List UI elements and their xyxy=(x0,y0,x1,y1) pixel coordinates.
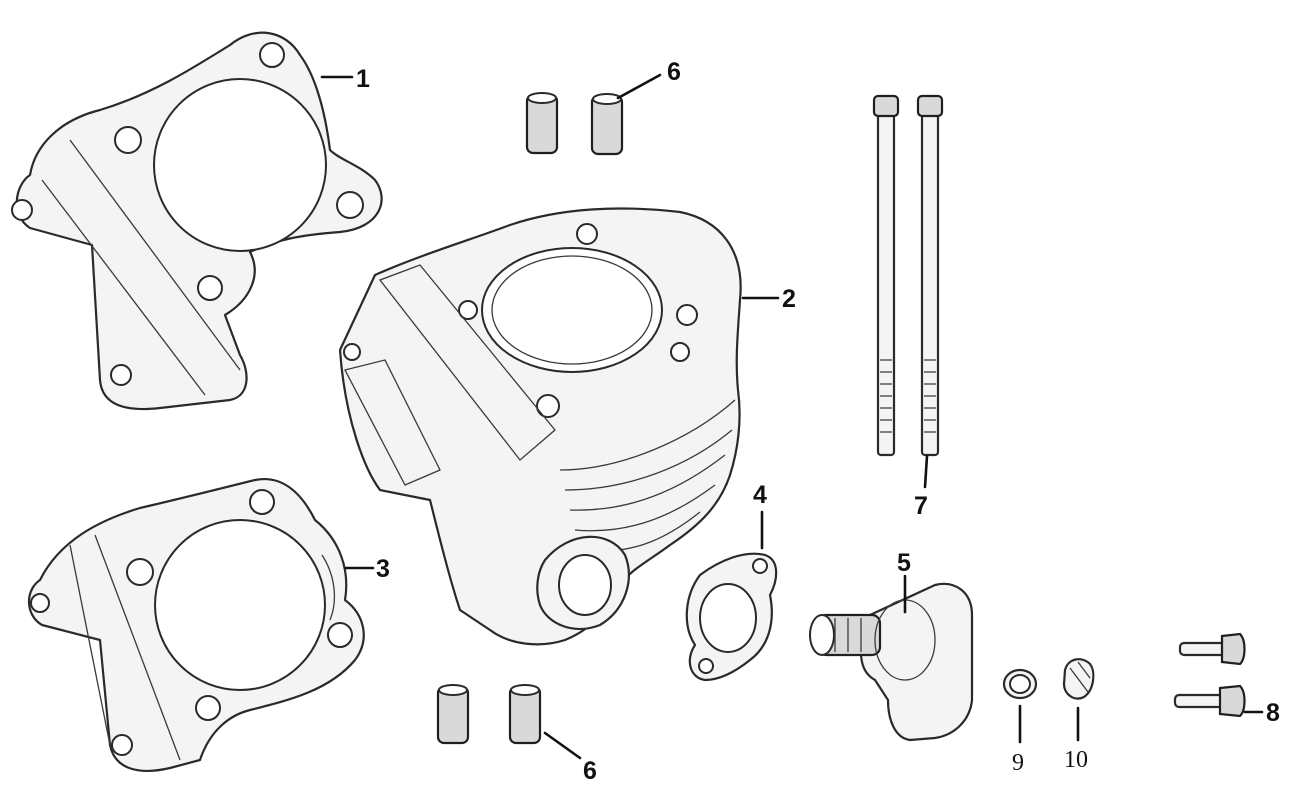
cylinder-head-gasket-1 xyxy=(11,31,383,411)
callout-7: 7 xyxy=(914,492,928,520)
dowel-pins-bottom-6 xyxy=(436,684,542,745)
tensioner-plug-10 xyxy=(1062,658,1095,700)
o-ring-9 xyxy=(1002,668,1038,700)
callout-8: 8 xyxy=(1266,699,1280,727)
leader-line-6-top xyxy=(616,73,662,100)
callout-6-bottom: 6 xyxy=(583,757,597,785)
leader-lines xyxy=(320,73,1264,760)
dowel-pins-top-6 xyxy=(525,92,624,156)
callout-9: 9 xyxy=(1012,750,1024,776)
cylinder-studs-7 xyxy=(872,94,944,457)
callout-10: 10 xyxy=(1064,747,1088,773)
cylinder-block-2 xyxy=(338,207,742,646)
callout-2: 2 xyxy=(782,285,796,313)
callout-1: 1 xyxy=(356,65,370,93)
callout-3: 3 xyxy=(376,555,390,583)
chain-tensioner-5 xyxy=(809,582,974,742)
callout-6-top: 6 xyxy=(667,58,681,86)
cylinder-base-gasket-3 xyxy=(27,477,365,772)
callout-5: 5 xyxy=(897,549,911,577)
callout-4: 4 xyxy=(753,481,767,509)
intake-gasket-4 xyxy=(685,552,778,682)
leader-line-6-bottom xyxy=(543,731,582,760)
callout-numbers: 1 2 3 4 5 6 6 7 8 9 10 xyxy=(356,58,1280,785)
tensioner-bolts-8 xyxy=(1173,632,1246,718)
leader-line-7 xyxy=(923,454,929,489)
